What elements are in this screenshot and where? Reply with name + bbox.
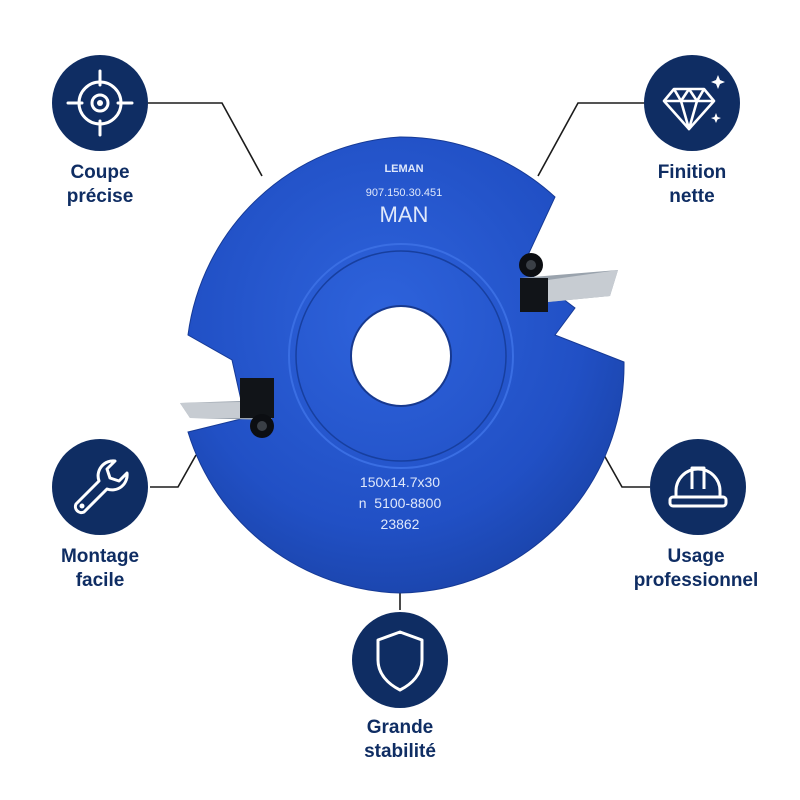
feature-badge-usage: [650, 439, 746, 535]
hub-ring-inner: [295, 250, 507, 462]
feature-badge-coupe: [52, 55, 148, 151]
feature-label-stabilite: Grande stabilité: [364, 717, 436, 762]
knife-top: [519, 253, 618, 312]
connector-montage: [150, 454, 197, 488]
connector-coupe: [148, 102, 263, 177]
blade-serial: 23862: [381, 516, 420, 532]
wrench-icon: [73, 459, 129, 515]
diamond-icon: [662, 75, 725, 131]
bore-hole: [350, 305, 452, 407]
blade-brand: LEMAN: [384, 163, 423, 175]
feature-label-finition: Finition nette: [657, 162, 727, 207]
shield-icon: [376, 630, 424, 692]
hub-ring: [288, 243, 514, 469]
feature-badge-stabilite: [352, 612, 448, 708]
feature-badge-montage: [52, 439, 148, 535]
crosshair-icon: [66, 69, 134, 137]
blade-speed: n 5100-8800: [359, 495, 442, 511]
connector-usage: [603, 454, 650, 488]
blade-reference: 907.150.30.451: [366, 187, 442, 199]
feature-label-usage: Usage professionnel: [633, 546, 759, 591]
hard-hat-icon: [668, 466, 728, 508]
feature-label-coupe: Coupe précise: [66, 162, 134, 207]
feature-badge-finition: [644, 55, 740, 151]
knife-left: [180, 378, 274, 438]
feature-label-montage: Montage facile: [60, 546, 140, 591]
blade-dimensions: 150x14.7x30: [360, 474, 440, 490]
connector-finition: [537, 102, 652, 177]
blade-type: MAN: [380, 202, 429, 227]
